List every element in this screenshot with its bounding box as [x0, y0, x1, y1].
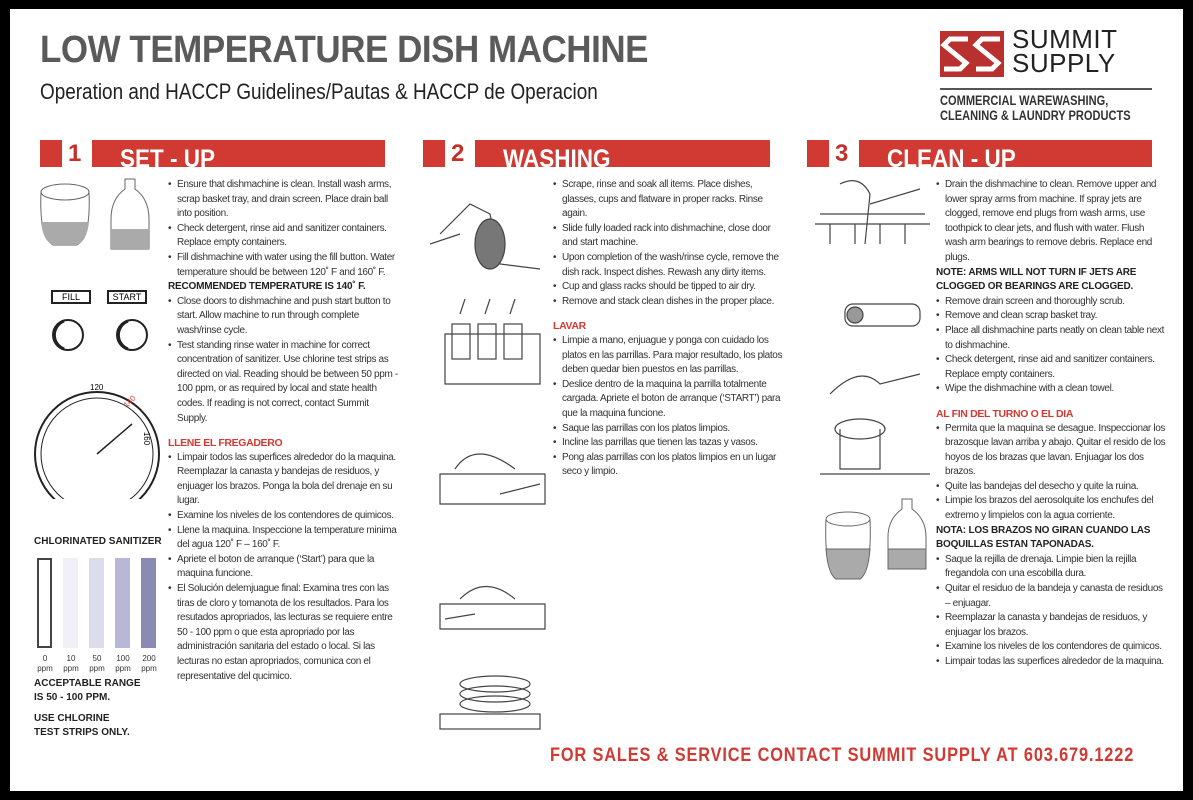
- sanitizer-strip: [63, 558, 78, 648]
- thermometer-dial-icon: [34, 391, 160, 499]
- sanitizer-strip: [115, 558, 130, 648]
- instruction-bullet: Permita que la maquina se desague. Inspe…: [936, 422, 1168, 480]
- instruction-bullet: Saque las parrillas con los platos limpi…: [553, 422, 785, 437]
- sanitizer-strip: [37, 558, 52, 648]
- subsection-heading: LAVAR: [553, 320, 586, 333]
- clean-up-instructions: Drain the dishmachine to clean. Remove u…: [936, 178, 1168, 670]
- instruction-bullet: Remove drain screen and thoroughly scrub…: [936, 295, 1168, 310]
- instruction-bullet: Reemplazar la canasta y bandejas de resi…: [936, 611, 1168, 640]
- instruction-bullet: Ensure that dishmachine is clean. Instal…: [168, 178, 400, 222]
- instruction-bullet: Cup and glass racks should be tipped to …: [553, 280, 785, 295]
- page-subtitle: Operation and HACCP Guidelines/Pautas & …: [40, 79, 598, 104]
- washing-illustrations: [430, 203, 546, 730]
- instruction-bullet: Quite las bandejas del desecho y quite l…: [936, 480, 1168, 495]
- dial-label-120: 120: [90, 383, 104, 392]
- instruction-bullet: Test standing rinse water in machine for…: [168, 339, 400, 427]
- instruction-bullet: Remove and clean scrap basket tray.: [936, 309, 1168, 324]
- test-strips-note: USE CHLORINE TEST STRIPS ONLY.: [34, 713, 130, 738]
- instruction-note: NOTE: ARMS WILL NOT TURN IF JETS ARE CLO…: [936, 266, 1137, 293]
- instruction-bullet: Slide fully loaded rack into dishmachine…: [553, 222, 785, 251]
- sanitizer-strip: [141, 558, 156, 648]
- instruction-bullet: Llene la maquina. Inspeccione la tempera…: [168, 524, 400, 553]
- instruction-bullet: Place all dishmachine parts neatly on cl…: [936, 324, 1168, 353]
- section-header-setup: 1 SET - UP: [40, 140, 385, 167]
- instruction-note: RECOMMENDED TEMPERATURE IS 140˚ F.: [168, 281, 366, 293]
- sanitizer-title: CHLORINATED SANITIZER: [34, 536, 162, 547]
- page-title: LOW TEMPERATURE DISH MACHINE: [40, 29, 648, 71]
- fill-button: FILL: [51, 290, 91, 304]
- section-header-clean-up: 3 CLEAN - UP: [807, 140, 1152, 167]
- chemical-containers-illustration: [40, 178, 150, 250]
- section-header-washing: 2 WASHING: [423, 140, 770, 167]
- subsection-heading: LLENE EL FREGADERO: [168, 437, 283, 450]
- instruction-bullet: Remove and stack clean dishes in the pro…: [553, 295, 785, 310]
- instruction-bullet: Drain the dishmachine to clean. Remove u…: [936, 178, 1168, 266]
- instruction-bullet: Deslice dentro de la maquina la parrilla…: [553, 378, 785, 422]
- instruction-bullet: Saque la rejilla de drenaja. Limpie bien…: [936, 553, 1168, 582]
- instruction-bullet: Check detergent, rinse aid and sanitizer…: [936, 353, 1168, 382]
- instruction-bullet: Pong alas parrillas con los platos limpi…: [553, 451, 785, 480]
- instruction-bullet: Check detergent, rinse aid and sanitizer…: [168, 222, 400, 251]
- instruction-bullet: Limpie a mano, enjuague y ponga con cuid…: [553, 334, 785, 378]
- instruction-note: NOTA: LOS BRAZOS NO GIRAN CUANDO LAS BOQ…: [936, 524, 1151, 551]
- start-button: START: [107, 290, 147, 304]
- instruction-bullet: Examine los niveles de los contendores d…: [936, 640, 1168, 655]
- instruction-bullet: Apriete el boton de arranque (‘Start’) p…: [168, 553, 400, 582]
- dial-label-160: 160: [142, 431, 152, 446]
- instruction-bullet: Fill dishmachine with water using the fi…: [168, 251, 400, 280]
- subsection-heading: AL FIN DEL TURNO O EL DIA: [936, 407, 1074, 420]
- ss-logo-mark-icon: [940, 31, 1004, 77]
- instruction-bullet: Limpie los brazos del aerosolquite los e…: [936, 494, 1168, 523]
- instruction-bullet: Quitar el residuo de la bandeja y canast…: [936, 582, 1168, 611]
- instruction-bullet: Examine los niveles de los contendores d…: [168, 509, 400, 524]
- instruction-bullet: Limpair todas las superfices alrededor d…: [936, 655, 1168, 670]
- acceptable-range-note: ACCEPTABLE RANGE IS 50 - 100 PPM.: [34, 678, 141, 703]
- instruction-bullet: Scrape, rinse and soak all items. Place …: [553, 178, 785, 222]
- sanitizer-strip: [89, 558, 104, 648]
- control-knobs-icon: [52, 319, 148, 351]
- logo-divider: [940, 88, 1152, 90]
- instruction-bullet: Wipe the dishmachine with a clean towel.: [936, 382, 1168, 397]
- clean-up-illustrations: [815, 180, 930, 580]
- instruction-bullet: Limpair todos las superfices alrededor d…: [168, 451, 400, 509]
- sales-contact-footer: FOR SALES & SERVICE CONTACT SUMMIT SUPPL…: [550, 745, 1135, 766]
- instruction-bullet: Close doors to dishmachine and push star…: [168, 295, 400, 339]
- logo-tagline: COMMERCIAL WAREWASHING,CLEANING & LAUNDR…: [940, 93, 1131, 123]
- poster: LOW TEMPERATURE DISH MACHINE Operation a…: [10, 9, 1183, 791]
- instruction-bullet: Incline las parrillas que tienen las taz…: [553, 436, 785, 451]
- washing-instructions: Scrape, rinse and soak all items. Place …: [553, 178, 785, 480]
- instruction-bullet: Upon completion of the wash/rinse cycle,…: [553, 251, 785, 280]
- setup-instructions: Ensure that dishmachine is clean. Instal…: [168, 178, 400, 684]
- instruction-bullet: El Solución delemjuague final: Examina t…: [168, 582, 400, 684]
